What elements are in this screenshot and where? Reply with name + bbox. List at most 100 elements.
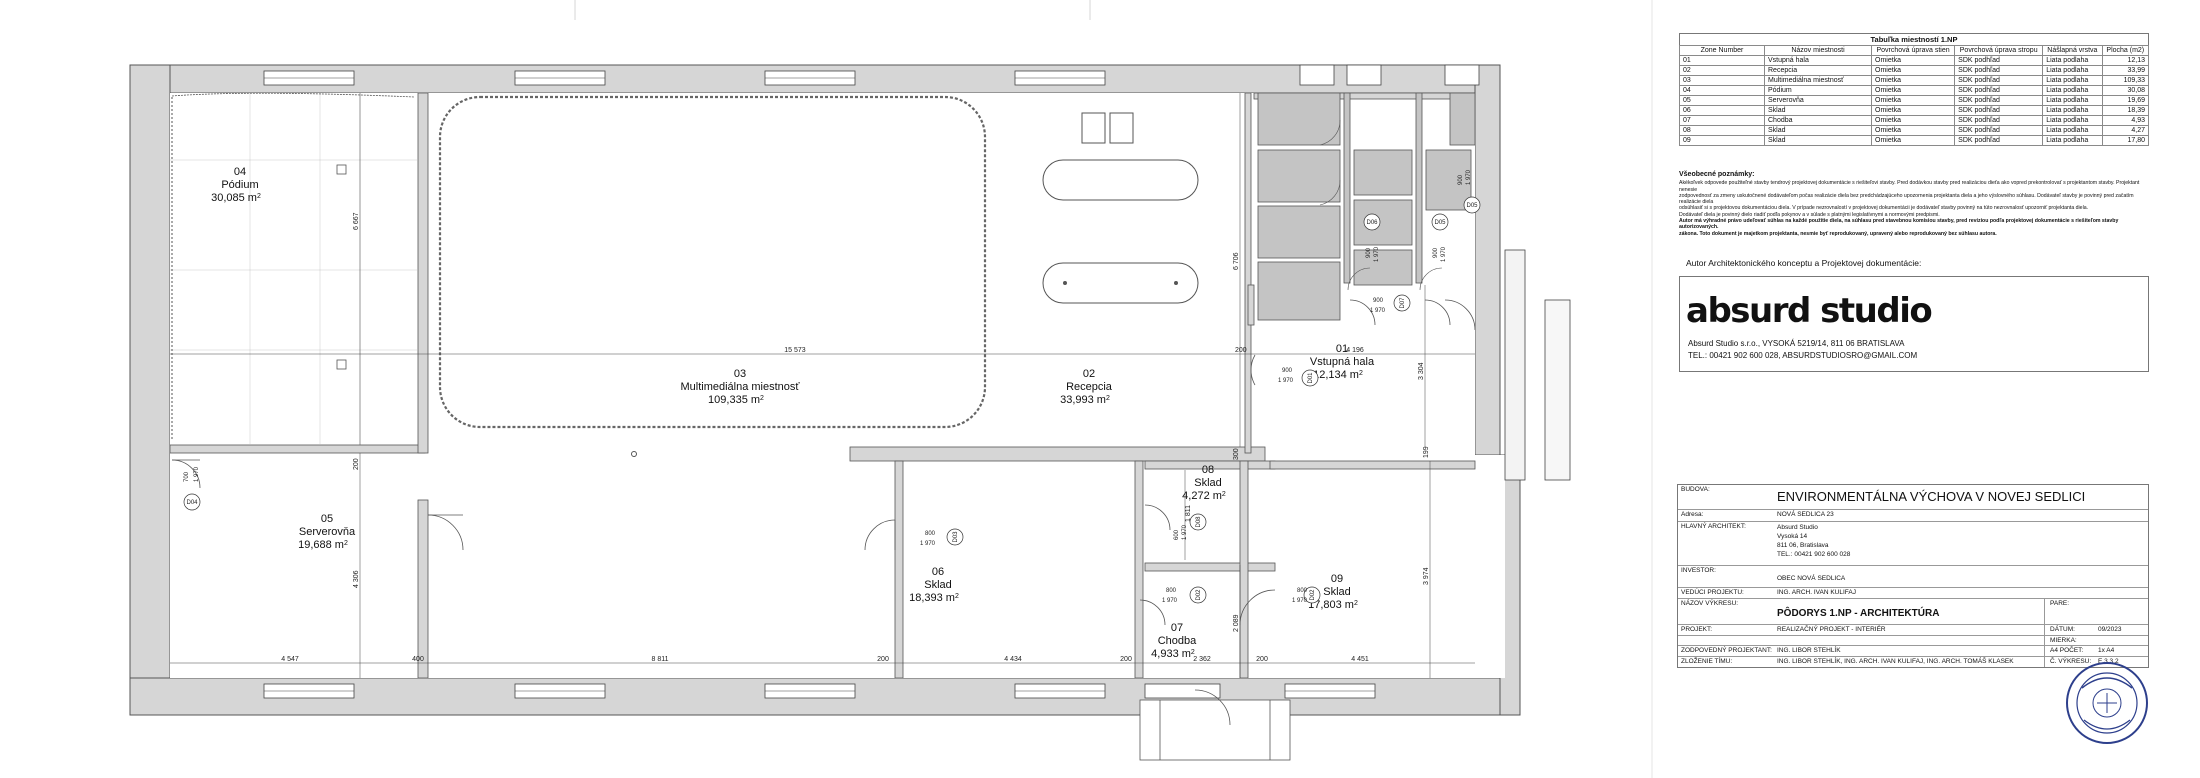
svg-text:700: 700 [184, 471, 190, 482]
svg-text:800: 800 [1166, 588, 1177, 594]
general-notes: Všeobecné poznámky: Akékoľvek odpovede p… [1679, 171, 2149, 237]
svg-text:33,993 m2: 33,993 m2 [1060, 394, 1110, 406]
author-address: Absurd Studio s.r.o., VYSOKÁ 5219/14, 81… [1688, 339, 1905, 348]
table-cell: 08 [1679, 125, 1765, 136]
notes-line: Dodávateľ diela je povinný dielo riadiť … [1679, 211, 1940, 218]
room-05-name: Serverovňa [299, 526, 356, 538]
notes-line: odsúhlasiť si s projektovou dokumentácio… [1679, 205, 2089, 212]
notes-line: zodpovednosť za zmeny uskutočnené dodáva… [1679, 192, 2134, 206]
table-cell: 07 [1679, 115, 1765, 126]
svg-text:1 970: 1 970 [1441, 246, 1447, 262]
svg-text:200: 200 [1256, 656, 1268, 663]
svg-text:900: 900 [1433, 247, 1439, 258]
table-cell: Omietka [1870, 95, 1956, 106]
tb-zodp-value: ING. LIBOR STEHLÍK [1777, 647, 1841, 654]
studio-logo: absurd studio [1686, 291, 1933, 331]
svg-text:3 304: 3 304 [1418, 362, 1425, 380]
table-cell: SDK podhľad [1954, 65, 2044, 76]
author-box: absurd studio Absurd Studio s.r.o., VYSO… [1679, 276, 2149, 372]
room-08-number: 08 [1202, 464, 1214, 476]
svg-text:30,085 m2: 30,085 m2 [211, 192, 261, 204]
tb-arch-line: TEL.: 00421 902 600 028 [1777, 551, 1851, 558]
table-cell: SDK podhľad [1954, 85, 2044, 96]
tb-arch-line: 811 06, Bratislava [1777, 542, 1829, 549]
svg-text:4 434: 4 434 [1004, 656, 1022, 663]
table-cell: SDK podhľad [1954, 135, 2044, 146]
tb-projekt-key: PROJEKT: [1681, 626, 1713, 633]
svg-text:300: 300 [1233, 448, 1240, 460]
room-03-number: 03 [734, 368, 746, 380]
table-cell: 09 [1679, 135, 1765, 146]
tb-veduci-key: VEDÚCI PROJEKTU: [1681, 589, 1744, 596]
room-02-name: Recepcia [1066, 381, 1113, 393]
curtain-outline [438, 95, 987, 429]
svg-text:4,933 m2: 4,933 m2 [1151, 648, 1195, 660]
svg-text:D05: D05 [1466, 203, 1478, 209]
svg-text:900: 900 [1373, 298, 1384, 304]
room-04-number: 04 [234, 166, 246, 178]
svg-text:1 970: 1 970 [1162, 598, 1178, 604]
table-cell: Omietka [1870, 105, 1956, 116]
wc-block [1257, 92, 1476, 321]
tb-arch-line: Vysoká 14 [1777, 533, 1808, 540]
tb-tim-value: ING. LIBOR STEHLÍK, ING. ARCH. IVAN KULI… [1777, 658, 2014, 665]
svg-text:15 573: 15 573 [784, 347, 806, 354]
tb-zodp-key: ZODPOVEDNÝ PROJEKTANT: [1681, 647, 1772, 654]
table-cell: SDK podhľad [1954, 95, 2044, 106]
tb-pare-key: PARE: [2050, 600, 2070, 607]
svg-text:2 089: 2 089 [1233, 614, 1240, 632]
table-cell: 17,80 [2101, 135, 2150, 146]
svg-text:19,688 m2: 19,688 m2 [298, 539, 348, 551]
dimension-texts: 15 573 4 196 200 6 667 6 706 3 304 200 3… [281, 212, 1430, 663]
table-header: Povrchová úprava stien [1870, 45, 1956, 56]
table-cell: Omietka [1870, 55, 1956, 66]
table-cell: Multimediálna miestnosť [1764, 75, 1872, 86]
svg-text:900: 900 [1458, 174, 1464, 185]
title-block: BUDOVA: ENVIRONMENTÁLNA VÝCHOVA V NOVEJ … [1677, 484, 2149, 668]
svg-text:4 547: 4 547 [281, 656, 299, 663]
svg-text:12,134 m2: 12,134 m2 [1313, 369, 1363, 381]
svg-text:1 970: 1 970 [1374, 246, 1380, 262]
room-03-name: Multimediálna miestnosť [680, 381, 800, 393]
room-06-number: 06 [932, 566, 944, 578]
svg-text:2 362: 2 362 [1193, 656, 1211, 663]
tb-mierka-key: MIERKA: [2050, 637, 2077, 644]
door-tags [183, 196, 1481, 604]
svg-text:200: 200 [877, 656, 889, 663]
engineer-stamp [2066, 662, 2148, 744]
tb-cvyk-value: E.3.3.2 [2098, 658, 2119, 665]
svg-text:1 970: 1 970 [1370, 308, 1386, 314]
svg-text:4 451: 4 451 [1351, 656, 1369, 663]
table-header: Plocha (m2) [2101, 45, 2150, 56]
table-header: Názov miestnosti [1764, 45, 1872, 56]
svg-text:18,393 m2: 18,393 m2 [909, 592, 959, 604]
svg-text:1 970: 1 970 [194, 466, 200, 482]
table-cell: Liata podlaha [2042, 125, 2103, 136]
svg-text:D06: D06 [1366, 220, 1378, 226]
svg-text:800: 800 [925, 531, 936, 537]
room-04-name: Pódium [221, 179, 258, 191]
table-cell: 4,27 [2101, 125, 2150, 136]
table-cell: SDK podhľad [1954, 105, 2044, 116]
room-01-number: 01 [1336, 343, 1348, 355]
svg-text:17,803 m2: 17,803 m2 [1308, 599, 1358, 611]
tb-cvyk-key: Č. VÝKRESU: [2050, 658, 2092, 665]
svg-text:D01: D01 [1308, 372, 1314, 384]
room-07-area: 4,933 m [1151, 648, 1191, 660]
table-cell: Liata podlaha [2042, 55, 2103, 66]
tb-vykres-key: NÁZOV VÝKRESU: [1681, 600, 1739, 607]
reception-furniture [631, 112, 1199, 457]
room-06-area: 18,393 m [909, 592, 955, 604]
svg-text:200: 200 [1120, 656, 1132, 663]
svg-text:800: 800 [1297, 588, 1308, 594]
table-cell: Liata podlaha [2042, 85, 2103, 96]
room-08-name: Sklad [1194, 477, 1222, 489]
table-cell: Liata podlaha [2042, 95, 2103, 106]
table-cell: Omietka [1870, 65, 1956, 76]
